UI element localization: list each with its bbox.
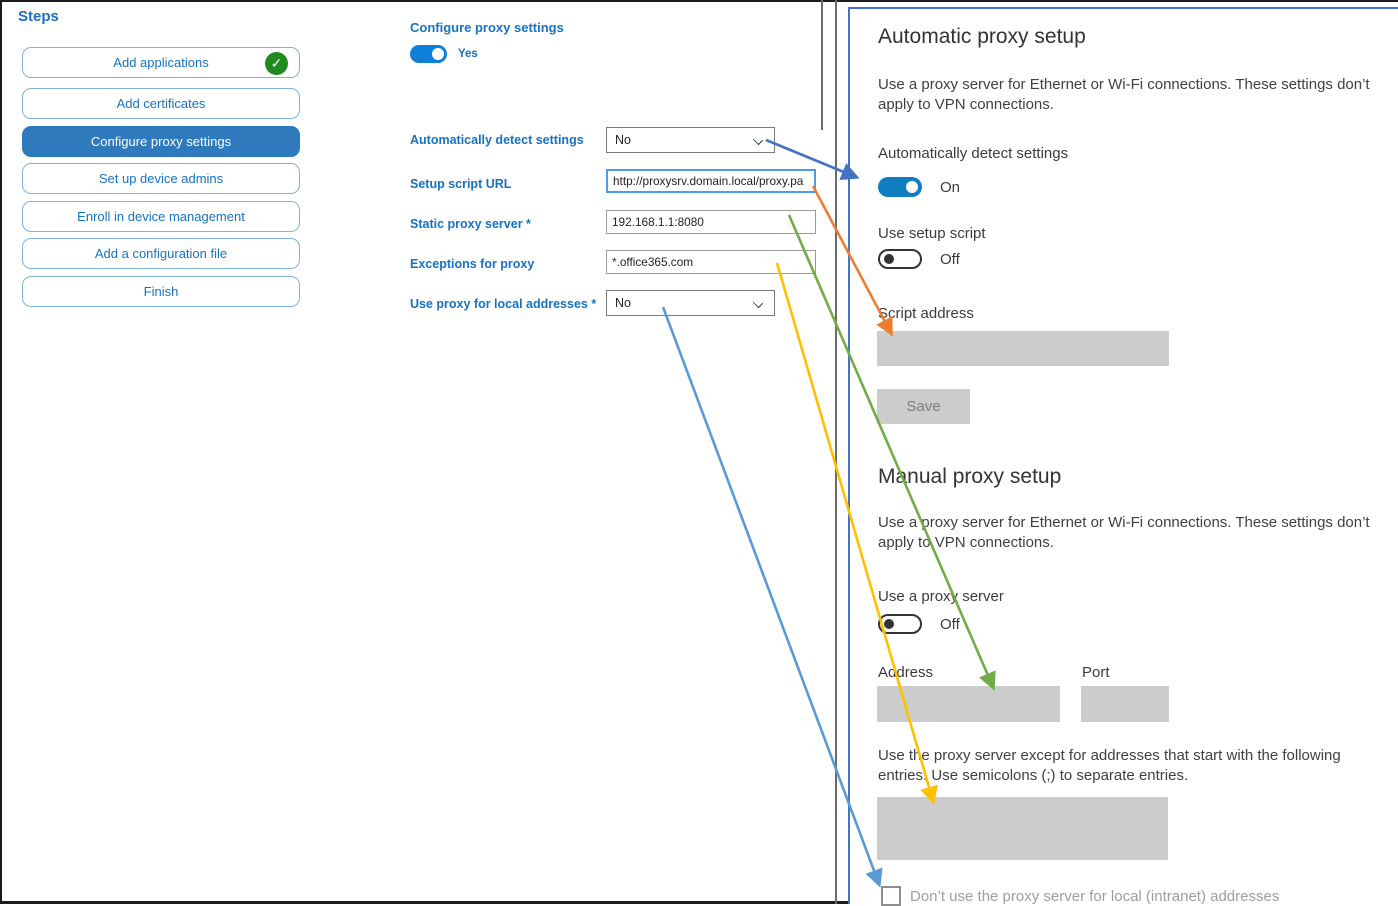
static-proxy-server-label: Static proxy server * — [410, 217, 531, 231]
toggle-thumb — [432, 48, 444, 60]
use-setup-script-label: Use setup script — [878, 225, 986, 242]
step-label: Set up device admins — [98, 171, 224, 186]
static-proxy-server-input[interactable] — [606, 210, 816, 234]
auto-detect-settings-toggle[interactable] — [878, 177, 922, 197]
use-a-proxy-server-label: Use a proxy server — [878, 588, 1004, 605]
step-label: Configure proxy settings — [90, 134, 232, 149]
step-enroll-in-device-management[interactable]: Enroll in device management — [22, 201, 300, 232]
step-label: Add applications — [113, 55, 209, 70]
step-finish[interactable]: Finish — [22, 276, 300, 307]
step-add-certificates[interactable]: Add certificates — [22, 88, 300, 119]
port-input[interactable] — [1081, 686, 1169, 722]
exceptions-for-proxy-input[interactable] — [606, 250, 816, 274]
column-divider — [835, 0, 837, 904]
chevron-down-icon — [752, 134, 764, 146]
window-border-bottom — [0, 901, 848, 904]
steps-heading: Steps — [18, 8, 59, 25]
toggle-thumb — [884, 619, 894, 629]
dropdown-value: No — [615, 133, 631, 147]
manual-proxy-description: Use a proxy server for Ethernet or Wi-Fi… — [878, 514, 1370, 551]
manual-proxy-setup-heading: Manual proxy setup — [878, 465, 1062, 488]
address-label: Address — [878, 664, 934, 681]
use-setup-script-toggle-state: Off — [940, 251, 960, 268]
step-add-applications[interactable]: Add applications ✓ — [22, 47, 300, 78]
script-address-label: Script address — [878, 305, 974, 322]
script-address-input[interactable] — [877, 331, 1169, 366]
step-label: Finish — [143, 284, 179, 299]
use-proxy-local-label: Use proxy for local addresses * — [410, 297, 597, 311]
exceptions-for-proxy-label: Exceptions for proxy — [410, 257, 535, 271]
auto-detect-settings-label: Automatically detect settings — [878, 145, 1069, 162]
use-setup-script-toggle[interactable] — [878, 249, 922, 269]
step-label: Add certificates — [116, 96, 206, 111]
auto-detect-label: Automatically detect settings — [410, 133, 584, 147]
setup-script-url-input[interactable] — [606, 169, 816, 193]
configure-proxy-toggle[interactable] — [410, 45, 447, 63]
use-proxy-local-dropdown[interactable]: No — [606, 290, 775, 316]
address-input[interactable] — [877, 686, 1060, 722]
step-label: Enroll in device management — [77, 209, 245, 224]
window-border-top — [0, 0, 1398, 2]
proxy-exceptions-textarea[interactable] — [877, 797, 1168, 860]
step-configure-proxy-settings[interactable]: Configure proxy settings — [22, 126, 300, 157]
automatic-proxy-setup-heading: Automatic proxy setup — [878, 25, 1086, 48]
form-title: Configure proxy settings — [410, 20, 564, 35]
step-add-a-configuration-file[interactable]: Add a configuration file — [22, 238, 300, 269]
local-addresses-arrow — [661, 306, 883, 888]
use-a-proxy-server-toggle-state: Off — [940, 616, 960, 633]
use-a-proxy-server-toggle[interactable] — [878, 614, 922, 634]
automatic-proxy-description: Use a proxy server for Ethernet or Wi-Fi… — [878, 76, 1370, 113]
proxy-exceptions-description: Use the proxy server except for addresse… — [878, 747, 1341, 784]
dropdown-value: No — [615, 296, 631, 310]
auto-detect-settings-toggle-state: On — [940, 179, 961, 196]
windows-proxy-settings-panel: Automatic proxy setup Use a proxy server… — [848, 7, 1398, 906]
column-divider-stub — [821, 0, 823, 130]
port-label: Port — [1082, 664, 1110, 681]
setup-script-url-label: Setup script URL — [410, 177, 512, 191]
window-border-left — [0, 0, 2, 904]
local-addresses-checkbox-label: Don’t use the proxy server for local (in… — [910, 888, 1280, 905]
step-completed-check-icon: ✓ — [265, 52, 288, 75]
step-set-up-device-admins[interactable]: Set up device admins — [22, 163, 300, 194]
auto-detect-dropdown[interactable]: No — [606, 127, 775, 153]
step-label: Add a configuration file — [94, 246, 228, 261]
configure-proxy-toggle-state: Yes — [458, 48, 478, 60]
toggle-thumb — [906, 181, 918, 193]
chevron-down-icon — [752, 297, 764, 309]
local-addresses-checkbox[interactable] — [881, 886, 901, 906]
toggle-thumb — [884, 254, 894, 264]
save-button[interactable]: Save — [877, 389, 970, 424]
